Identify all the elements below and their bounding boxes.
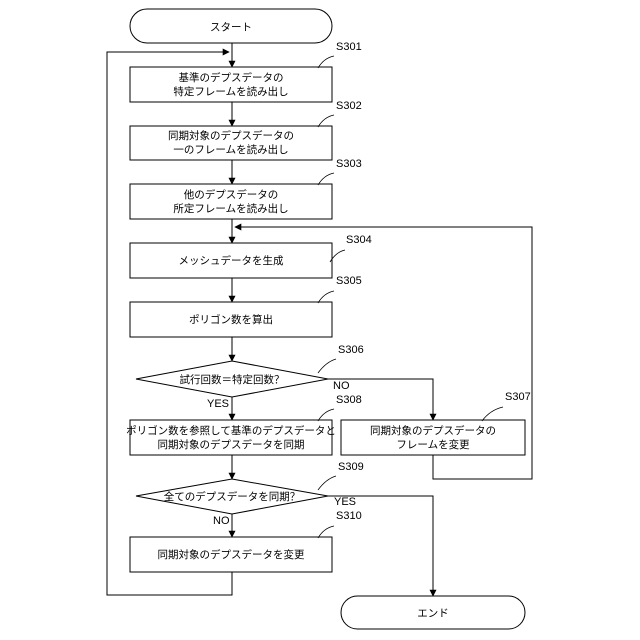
s302-line2: 一のフレームを読み出し [173, 143, 288, 156]
s309-no-label: NO [213, 515, 230, 527]
s303-line1: 他のデプスデータの [184, 188, 279, 201]
end-label: エンド [417, 608, 449, 620]
s304-line1: メッシュデータを生成 [179, 254, 284, 267]
s306-step-number: S306 [338, 344, 364, 356]
s309-label: 全てのデプスデータを同期？ [164, 490, 301, 503]
s301-step-number: S301 [336, 41, 362, 53]
s308-line2: 同期対象のデプスデータを同期 [158, 438, 305, 451]
s301-leader [318, 56, 334, 68]
s310-step-number: S310 [336, 510, 362, 522]
step-s310: 同期対象のデプスデータを変更 S310 [130, 510, 362, 572]
s302-line1: 同期対象のデプスデータの [168, 129, 294, 142]
s310-leader [318, 526, 334, 538]
s305-leader [318, 291, 334, 303]
start-label: スタート [210, 22, 252, 34]
s308-step-number: S308 [336, 394, 362, 406]
s310-line1: 同期対象のデプスデータを変更 [158, 548, 305, 561]
start-terminal: スタート [130, 9, 332, 43]
s307-line2: フレームを変更 [396, 438, 470, 451]
s309-yes-label: YES [334, 496, 356, 508]
step-s301: 基準のデプスデータの 特定フレームを読み出し S301 [130, 41, 362, 102]
step-s305: ポリゴン数を算出 S305 [130, 275, 362, 337]
decision-s309: 全てのデプスデータを同期？ S309 YES NO [136, 461, 364, 527]
step-s308: ポリゴン数を参照して基準のデプスデータと 同期対象のデプスデータを同期 S308 [126, 394, 362, 455]
end-terminal: エンド [341, 596, 525, 629]
s305-step-number: S305 [336, 275, 362, 287]
s303-line2: 所定フレームを読み出し [173, 202, 288, 215]
step-s307: 同期対象のデプスデータの フレームを変更 S307 [341, 391, 531, 455]
s308-leader [318, 409, 334, 421]
s306-label: 試行回数＝特定回数？ [180, 373, 285, 386]
step-s302: 同期対象のデプスデータの 一のフレームを読み出し S302 [130, 100, 362, 160]
s306-leader [318, 359, 336, 373]
s309-step-number: S309 [338, 461, 364, 473]
decision-s306: 試行回数＝特定回数？ S306 NO YES [136, 344, 364, 410]
step-s303: 他のデプスデータの 所定フレームを読み出し S303 [130, 158, 362, 219]
step-s304: メッシュデータを生成 S304 [130, 234, 372, 278]
s308-line1: ポリゴン数を参照して基準のデプスデータと [126, 424, 336, 437]
s307-leader [482, 407, 503, 421]
s309-leader [318, 476, 336, 490]
s305-line1: ポリゴン数を算出 [189, 313, 273, 326]
s307-step-number: S307 [505, 391, 531, 403]
s302-leader [318, 115, 334, 127]
s306-no-label: NO [333, 380, 350, 392]
s303-step-number: S303 [336, 158, 362, 170]
s307-line1: 同期対象のデプスデータの [370, 424, 496, 437]
s306-yes-label: YES [207, 398, 229, 410]
s304-step-number: S304 [346, 234, 372, 246]
s301-line1: 基準のデプスデータの [179, 71, 284, 84]
s303-leader [318, 173, 334, 185]
s302-step-number: S302 [336, 100, 362, 112]
s301-line2: 特定フレームを読み出し [173, 85, 288, 98]
